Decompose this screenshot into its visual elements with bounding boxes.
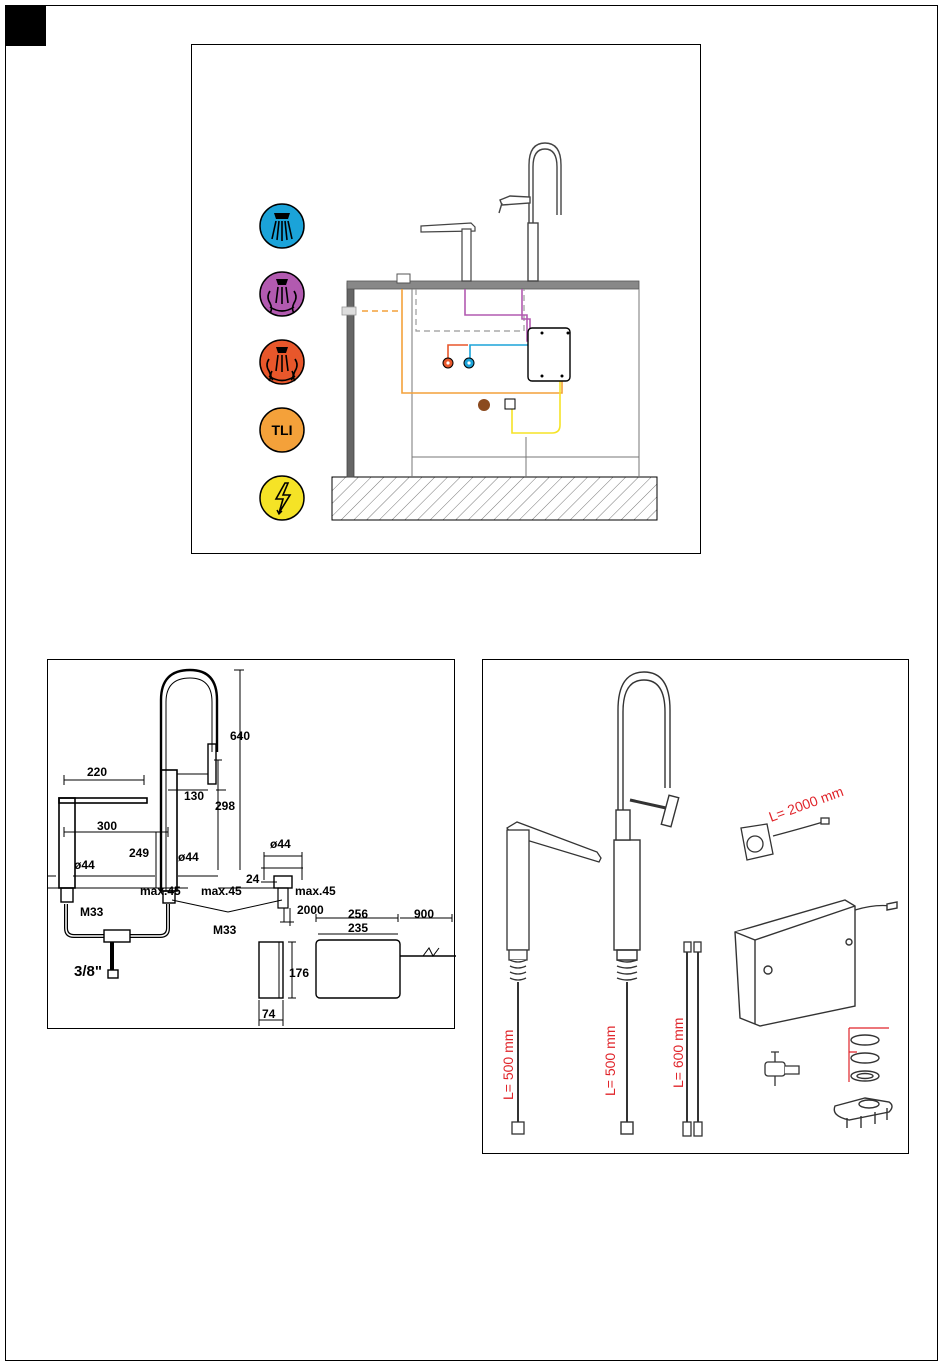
dim-handle-offset: 130 <box>184 789 204 803</box>
dim-inlet: 3/8" <box>74 963 102 980</box>
control-button-part <box>741 818 829 860</box>
dim-base-height: 249 <box>129 846 149 860</box>
lever-tap <box>421 223 475 281</box>
dim-spout-reach: 220 <box>87 765 107 779</box>
power-socket <box>505 399 515 409</box>
spring-tap-part <box>614 672 679 1134</box>
dim-max-right: max.45 <box>295 884 336 898</box>
dim-button-height: 24 <box>246 872 260 886</box>
hot-water-icon <box>260 272 304 316</box>
drain-connector <box>478 399 490 411</box>
dim-max-mid: max.45 <box>201 884 242 898</box>
dim-max-left: max.45 <box>140 884 181 898</box>
dim-dia-mid: ø44 <box>178 850 199 864</box>
control-box <box>528 328 570 381</box>
dim-dia-right: ø44 <box>270 837 291 851</box>
dim-body-height: 298 <box>215 799 235 813</box>
section-marker <box>6 6 46 46</box>
sink-outline <box>416 289 524 331</box>
dim-box-width-inner: 235 <box>348 921 368 935</box>
dimension-drawing: 640 220 130 298 300 249 ø44 ø44 ø44 24 m… <box>47 659 455 1029</box>
dim-spacing: 300 <box>97 819 117 833</box>
control-button <box>397 274 410 283</box>
boiling-water-icon <box>260 340 304 384</box>
dim-box-width-outer: 256 <box>348 907 368 921</box>
electricity-icon <box>260 476 304 520</box>
hose-right-label: L= 600 mm <box>670 1018 686 1088</box>
angle-valves <box>443 358 474 368</box>
spring-tap <box>499 143 561 281</box>
seal-rings-part <box>849 1028 889 1082</box>
dim-cable-box: 900 <box>414 907 434 921</box>
dim-cable-button: 2000 <box>297 903 324 917</box>
tli-icon: TLI <box>260 408 304 452</box>
dim-thread-mid: M33 <box>213 923 237 937</box>
package-contents: L= 2000 mm L= 500 mm L= 500 mm L= 600 mm <box>482 659 909 1154</box>
floor <box>332 477 657 520</box>
control-box-part <box>735 900 897 1026</box>
cold-water-icon <box>260 204 304 248</box>
tli-icon-label: TLI <box>272 422 293 438</box>
wall-outlet <box>342 307 356 315</box>
dim-dia-left: ø44 <box>74 858 95 872</box>
hose-left-label: L= 500 mm <box>500 1030 516 1100</box>
dim-box-height: 176 <box>289 966 309 980</box>
lever-tap-part <box>507 822 601 1134</box>
dim-box-depth: 74 <box>262 1007 276 1021</box>
dimension-labels: 640 220 130 298 300 249 ø44 ø44 ø44 24 m… <box>74 729 434 1021</box>
countertop <box>347 281 639 289</box>
cable-length-label: L= 2000 mm <box>767 783 846 825</box>
mounting-bracket-part <box>834 1098 892 1128</box>
dimension-lines <box>48 670 456 1026</box>
stop-valve-part <box>765 1052 799 1086</box>
dim-spout-height: 640 <box>230 729 250 743</box>
hose-mid-label: L= 500 mm <box>602 1026 618 1096</box>
dim-thread-left: M33 <box>80 905 104 919</box>
cabinet <box>412 289 639 477</box>
installation-diagram: TLI <box>191 44 701 554</box>
